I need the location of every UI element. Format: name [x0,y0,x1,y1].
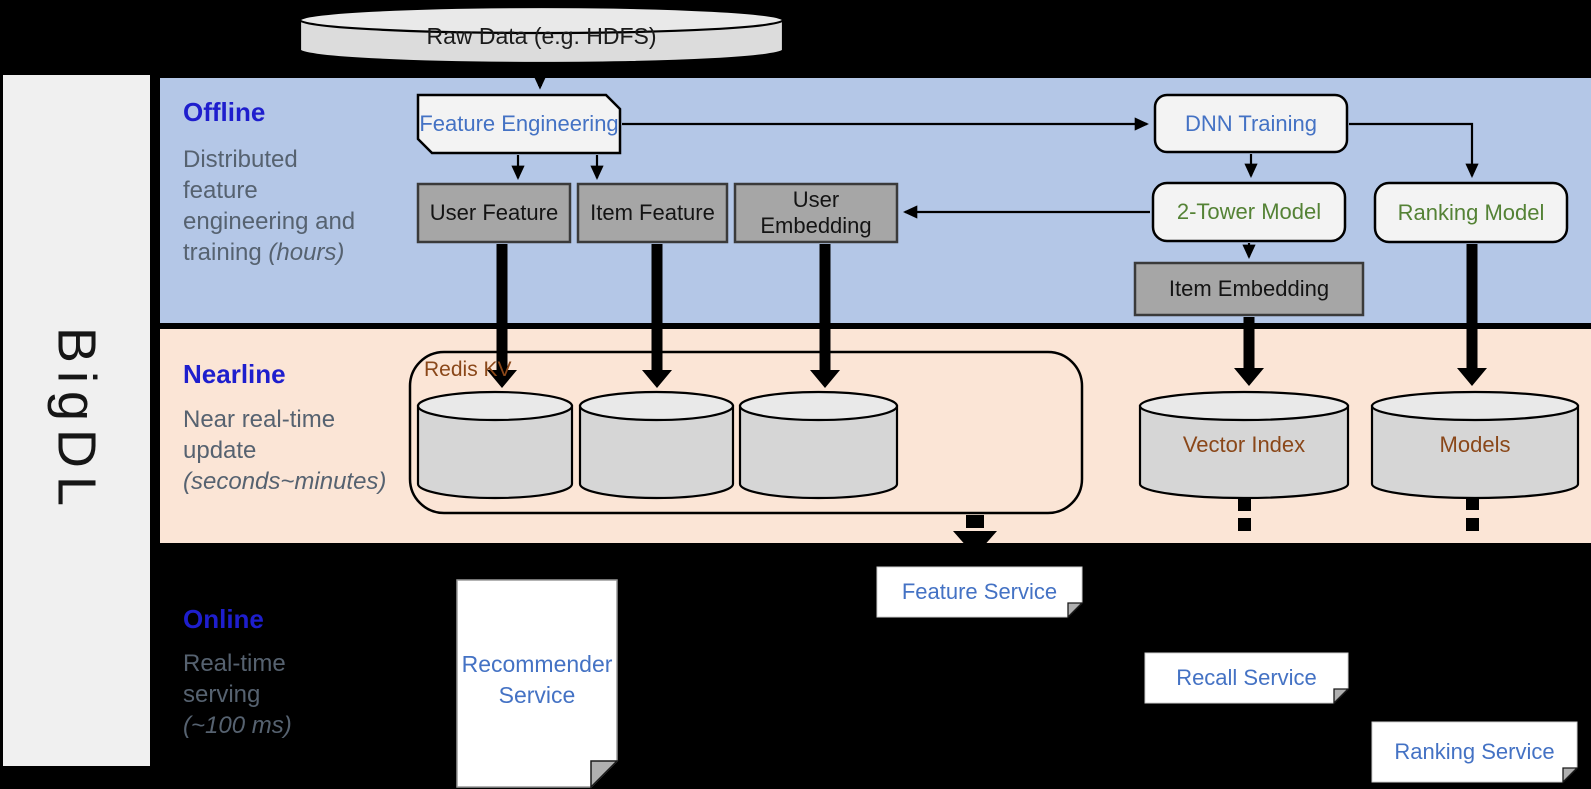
redis-cylinder-2 [578,390,735,500]
models-label: Models [1439,432,1511,457]
online-description: Real-time serving (~100 ms) [183,650,292,739]
ranking-service-doc [1371,721,1579,784]
bigdl-sidebar: BigDL [3,75,150,766]
offline-title: Offline [183,97,266,127]
arrow-user-embedding-to-redis [810,244,840,388]
redis-kv-label: Redis KV [424,358,512,381]
user-feature-box [416,182,572,244]
ranking-service-label: Ranking Service [1394,739,1555,764]
nearline-description: Near real-time update (seconds~minutes) [183,406,387,495]
redis-kv-container [408,350,1084,515]
recommender-service-doc [456,579,619,789]
arrow-ranking-model-to-models [1457,244,1487,386]
recommender-service-label: Recommender Service [461,650,613,708]
ranking-model-box [1373,181,1569,244]
arrow-item-feature-to-redis [642,244,672,388]
user-embedding-box [733,182,899,244]
bigdl-label: BigDL [46,326,107,515]
dashed-arrow-redis-to-feature-service [953,515,997,556]
item-feature-label: Item Feature [590,200,715,225]
two-tower-model-label: 2-Tower Model [1176,199,1322,224]
user-embedding-label: User Embedding [760,187,872,238]
dnn-training-box [1153,93,1349,154]
redis-cylinder-1 [416,390,574,500]
online-title: Online [183,604,264,634]
arrow-user-feature-to-redis [487,244,517,388]
recall-service-label: Recall Service [1176,665,1317,690]
dnn-training-label: DNN Training [1184,110,1318,136]
two-tower-model-box [1151,181,1347,243]
item-embedding-label: Item Embedding [1168,276,1330,301]
raw-data-cylinder [298,5,785,65]
redis-cylinder-3 [738,390,899,500]
feature-service-doc [876,566,1084,619]
vector-index-cylinder [1138,390,1350,500]
item-feature-box [576,182,729,244]
item-embedding-box [1133,261,1365,317]
arrow-dnn-to-ranking-model [1349,122,1479,178]
ranking-model-label: Ranking Model [1397,199,1545,225]
feature-engineering-box [416,93,622,155]
recall-service-doc [1144,652,1350,705]
dashed-line-models-to-ranking-service [1466,497,1479,531]
vector-index-label: Vector Index [1182,432,1306,457]
offline-description: Distributed feature engineering and trai… [183,146,356,266]
user-feature-label: User Feature [429,200,559,225]
dashed-line-vector-index-to-recall-service [1238,498,1251,531]
models-cylinder [1370,390,1580,500]
feature-engineering-label: Feature Engineering [419,111,619,136]
arrow-item-embedding-to-vector-index [1234,317,1264,386]
feature-service-label: Feature Service [901,579,1058,604]
nearline-title: Nearline [183,359,286,389]
raw-data-label: Raw Data (e.g. HDFS) [426,23,657,49]
